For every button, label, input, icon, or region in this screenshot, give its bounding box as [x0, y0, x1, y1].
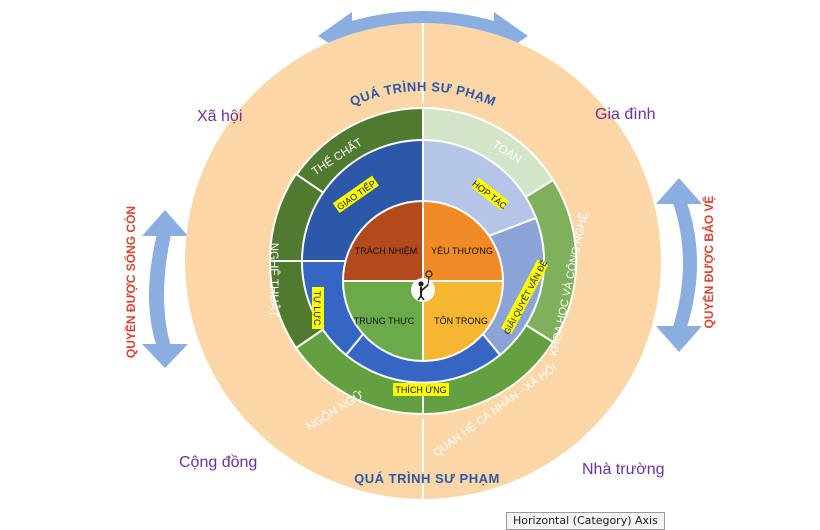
label-quyen-bao-ve: QUYỀN ĐƯỢC BẢO VỆ [701, 196, 716, 329]
segment-trach-nhiem [341, 199, 424, 282]
label-trach-nhiem: TRÁCH NHIỆM [355, 246, 418, 256]
axis-tooltip: Horizontal (Category) Axis [506, 512, 665, 530]
segment-trung-thuc [341, 280, 424, 363]
label-trung-thuc: TRUNG THỰC [354, 316, 415, 326]
svg-text:THÍCH ỨNG: THÍCH ỨNG [395, 385, 446, 395]
left-curved-double-arrow [142, 210, 188, 368]
svg-text:TỰ LỰC: TỰ LỰC [312, 291, 322, 326]
label-cong-dong: Cộng đồng [179, 454, 258, 471]
child-with-balloon-icon [411, 270, 435, 302]
segment-yeu-thuong [422, 199, 505, 282]
label-nghe-thuat: NGHỆ THUẬT [267, 243, 280, 318]
right-curved-double-arrow [656, 178, 702, 352]
label-xa-hoi: Xã hội [197, 108, 243, 125]
label-gia-dinh: Gia đình [595, 106, 656, 123]
label-ton-trong: TÔN TRỌNG [434, 316, 488, 326]
tag-thich-ung: THÍCH ỨNG [393, 383, 449, 396]
label-quyen-song-con: QUYỀN ĐƯỢC SỐNG CÒN [123, 206, 138, 358]
label-yeu-thuong: YÊU THƯƠNG [431, 246, 493, 256]
label-nha-truong: Nhà trường [582, 461, 665, 478]
values-core [341, 199, 505, 363]
tag-tu-luc: TỰ LỰC [312, 287, 324, 329]
segment-ton-trong [422, 280, 505, 363]
outer-bottom-label: QUÁ TRÌNH SƯ PHẠM [354, 471, 500, 486]
